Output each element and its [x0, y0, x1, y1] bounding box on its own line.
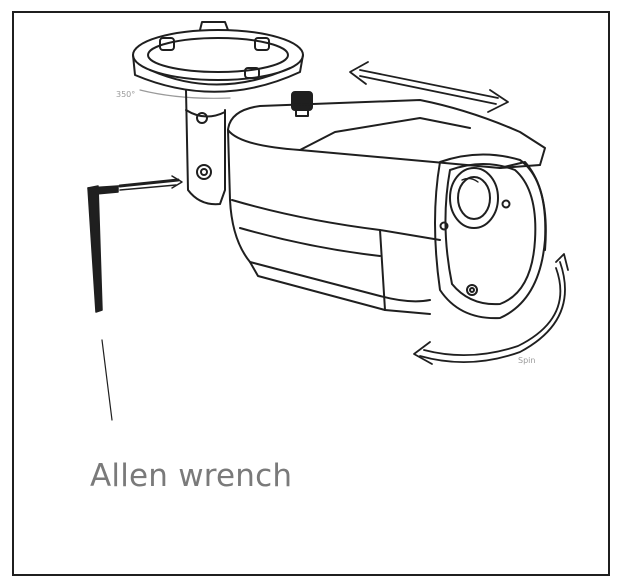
allen-wrench: [87, 175, 183, 421]
mount-base: [132, 21, 304, 99]
spin-label: Spin: [518, 356, 536, 365]
caption-allen-wrench: Allen wrench: [90, 458, 293, 494]
rotation-arrow: [413, 253, 569, 365]
slide-arrow: [349, 61, 509, 113]
mount-arm: [185, 89, 226, 206]
bullet-camera: [227, 99, 547, 320]
mount-angle-label: 350°: [116, 90, 136, 99]
